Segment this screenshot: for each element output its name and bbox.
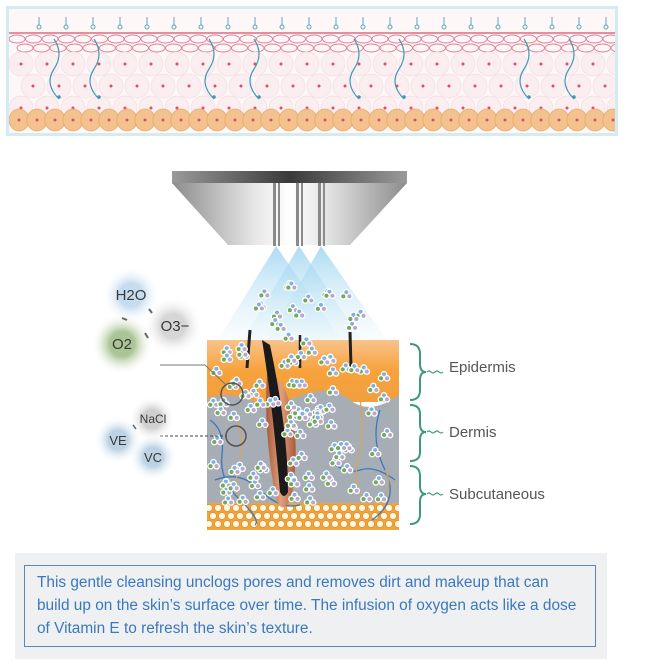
layer-label-epidermis: Epidermis [449,359,516,376]
skin-cross-section [206,329,399,530]
bracket-dermis [409,404,427,462]
pointer-line-1 [160,364,226,385]
molecule-label-h2o: H2O [115,286,147,304]
layer-label-subcutaneous: Subcutaneous [449,486,545,503]
bracket-subcutaneous [409,465,427,525]
h2o-bubble [102,266,160,324]
molecule-label-o2: O2 [111,335,132,353]
oxygen-spray [215,246,390,345]
molecule-label-vc: VC [143,449,163,465]
device-head [172,183,407,245]
o3-bubble [143,296,203,356]
layer-label-dermis: Dermis [449,424,497,441]
skin-layers-illustration [6,6,618,136]
bracket-epidermis [409,343,427,401]
o2-bubble [91,313,153,375]
molecule-label-nacl: NaCl [139,412,167,426]
nacl-bubble [129,396,175,442]
magnify-circle-epidermis [220,382,244,406]
molecule-label-o3: O3− [160,317,190,335]
vc-bubble [129,433,177,481]
layer-brackets [409,343,444,525]
hair-shaft [262,340,288,496]
device-head-top [172,171,407,183]
device-nozzles [273,183,325,246]
caption-background [15,553,607,659]
caption-text: This gentle cleansing unclogs pores and … [24,565,596,647]
skin-layers-graphic [9,17,615,132]
molecule-label-ve: VE [109,432,127,448]
